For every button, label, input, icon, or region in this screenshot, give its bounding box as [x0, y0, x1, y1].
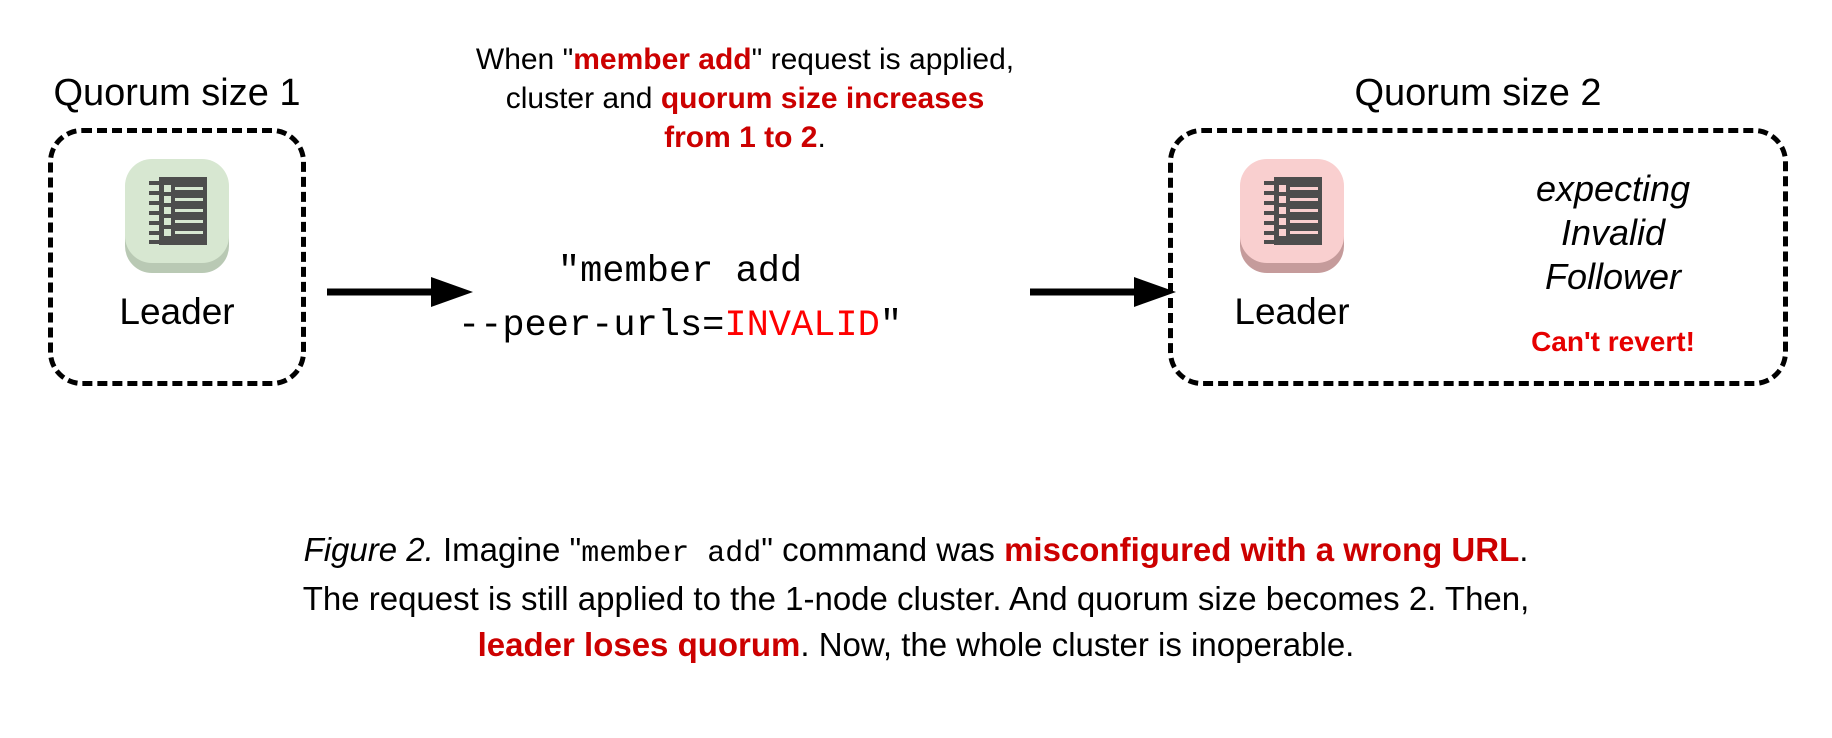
- caption-highlight-misconfigured: misconfigured with a wrong URL: [1004, 531, 1520, 568]
- arrow-left-to-command: [327, 272, 473, 312]
- top-note-highlight-member-add: member add: [573, 43, 752, 76]
- side-note-expecting-invalid-follower: expecting Invalid Follower: [1473, 167, 1753, 299]
- node-left-leader: Leader: [118, 155, 236, 330]
- caption-line-2: The request is still applied to the 1-no…: [302, 579, 1530, 617]
- top-note-text-b: " request is applied,: [751, 43, 1015, 76]
- top-note-text-d: .: [817, 121, 826, 154]
- node-right-leader: Leader: [1233, 155, 1351, 330]
- caption-seg-4: . Now, the whole cluster is inoperable.: [800, 626, 1355, 664]
- command-line-1: "member add: [557, 251, 803, 293]
- caption-seg-1: Imagine ": [433, 531, 582, 568]
- cant-revert-warning: Can't revert!: [1531, 325, 1695, 357]
- figure-caption: Figure 2. Imagine "member add" command w…: [0, 527, 1832, 669]
- cluster-right-box: Leader expecting Invalid Follower Can't …: [1168, 127, 1788, 386]
- caption-figure-number: Figure 2.: [303, 531, 434, 568]
- command-line-2: --peer-urls=INVALID": [440, 300, 920, 354]
- caption-highlight-leader-loses-quorum: leader loses quorum: [477, 626, 801, 664]
- cluster-right: Quorum size 2: [1168, 72, 1788, 386]
- caption-seg-3: .: [1519, 531, 1529, 568]
- caption-mono-member-add: member add: [581, 537, 762, 571]
- top-note-text-a: When ": [475, 43, 574, 76]
- command-invalid-value: INVALID: [724, 304, 880, 347]
- command-closing-quote: ": [879, 304, 903, 347]
- server-log-icon: [118, 155, 236, 285]
- side-note-line-2: Invalid: [1560, 211, 1666, 253]
- top-annotation-line-3: from 1 to 2.: [400, 118, 1090, 157]
- top-annotation: When "member add" request is applied, cl…: [400, 40, 1090, 157]
- caption-line-1: Figure 2. Imagine "member add" command w…: [0, 527, 1832, 576]
- command-flag: --peer-urls=: [457, 304, 725, 347]
- cluster-left-title: Quorum size 1: [53, 72, 301, 114]
- caption-line-3: leader loses quorum. Now, the whole clus…: [0, 622, 1832, 669]
- caption-seg-2: " command was: [761, 531, 1005, 568]
- cluster-left: Quorum size 1: [48, 72, 306, 386]
- top-annotation-line-2: cluster and quorum size increases: [400, 79, 1090, 118]
- cluster-left-box: Leader: [48, 127, 306, 386]
- top-note-text-c: cluster and: [505, 82, 661, 115]
- server-log-icon: [1233, 155, 1351, 285]
- node-right-label: Leader: [1234, 290, 1350, 332]
- top-annotation-line-1: When "member add" request is applied,: [400, 40, 1090, 79]
- cluster-right-title: Quorum size 2: [1354, 72, 1602, 114]
- side-note-line-3: Follower: [1544, 255, 1682, 297]
- arrow-command-to-right: [1030, 272, 1176, 312]
- top-note-highlight-quorum: quorum size increases: [660, 82, 985, 115]
- side-note-line-1: expecting: [1535, 167, 1691, 209]
- node-left-label: Leader: [119, 290, 235, 332]
- top-note-highlight-from-1-to-2: from 1 to 2: [664, 121, 818, 154]
- command-block: "member add --peer-urls=INVALID": [440, 246, 920, 353]
